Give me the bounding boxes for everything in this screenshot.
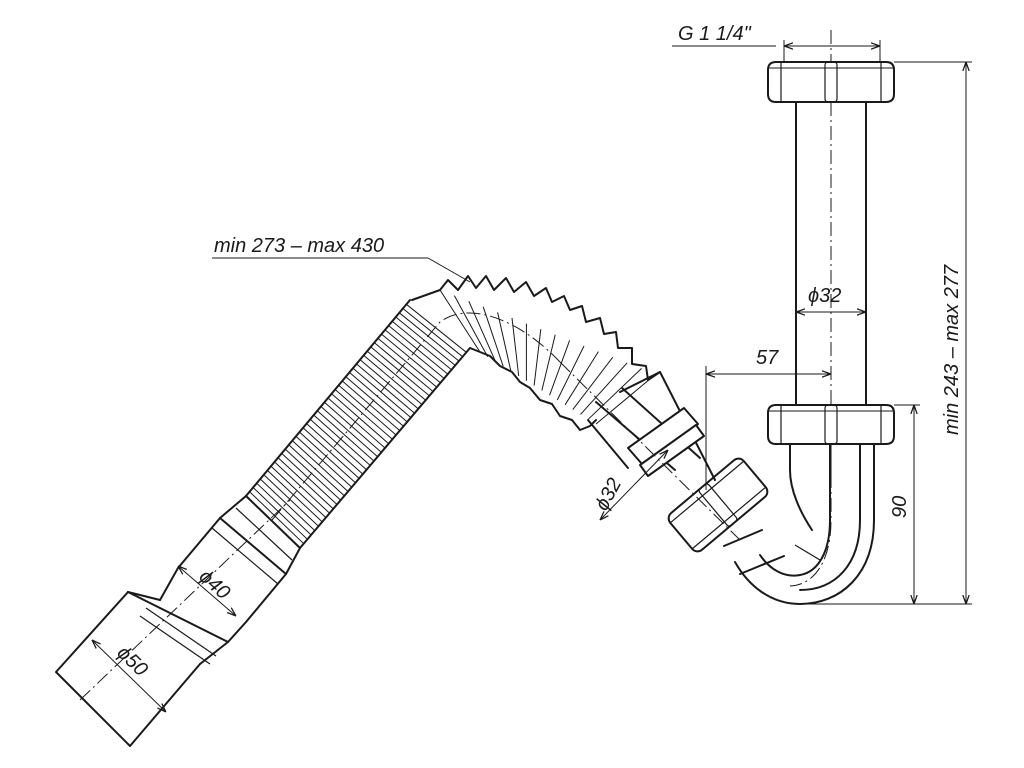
bellows-fold: [556, 345, 585, 401]
top-nut: [767, 61, 895, 103]
corrugation-line: [331, 393, 390, 445]
corrugation-line: [406, 303, 467, 353]
reducer-diameter-label: ϕ40: [195, 565, 235, 604]
bellows-fold: [482, 306, 504, 367]
corrugation-line: [345, 376, 404, 427]
corrugation-line: [377, 337, 438, 388]
bellows-fold: [453, 295, 489, 358]
dim-offset: 57: [705, 347, 831, 490]
bellows-fold: [468, 300, 496, 362]
corrugation-line: [391, 320, 452, 371]
corrugation-line: [249, 491, 305, 545]
trap-height-label: 90: [889, 496, 911, 518]
corrugation-line: [373, 342, 434, 392]
corrugation-line: [356, 363, 415, 414]
corrugation-line: [267, 470, 323, 523]
flex-outlet-diameter-label: ϕ32: [591, 475, 626, 515]
corrugation-line: [334, 389, 393, 440]
bellows-fold: [511, 317, 520, 377]
corrugation-line: [388, 325, 449, 375]
corrugation-line: [256, 482, 312, 536]
corrugation-line: [395, 316, 456, 366]
corrugation-line: [252, 487, 308, 540]
corrugation-line: [316, 410, 375, 462]
corrugation-line: [359, 359, 419, 410]
vertical-pipe: [795, 30, 867, 480]
dim-thread: G 1 1/4": [672, 23, 881, 62]
corrugation-line: [363, 355, 423, 405]
bellows-fold: [439, 289, 481, 353]
middle-nut: [767, 404, 895, 445]
dim-height-range: min 243 – max 277: [800, 61, 972, 605]
corrugation-line: [313, 414, 371, 466]
corrugation-line: [381, 333, 441, 384]
flex-hose: [245, 275, 661, 549]
outlet-diameter-label: ϕ50: [113, 642, 152, 681]
corrugation-line: [302, 427, 360, 479]
corrugation-line: [277, 457, 334, 510]
bellows-fold: [533, 329, 542, 386]
offset-label: 57: [756, 347, 779, 369]
bellows-fold: [587, 368, 642, 420]
corrugation-line: [306, 423, 364, 475]
flex-length-label: min 273 – max 430: [214, 235, 384, 257]
corrugation-line: [284, 448, 342, 501]
corrugation-line: [299, 431, 356, 484]
bellows-fold: [497, 312, 512, 372]
corrugation-line: [341, 380, 401, 431]
corrugation-line: [281, 453, 338, 505]
corrugation-line: [324, 401, 382, 453]
corrugation-line: [327, 397, 386, 449]
corrugation-line: [295, 435, 353, 488]
corrugation-lines: [249, 303, 467, 545]
corrugation-line: [259, 478, 316, 531]
dim-pipe-diameter: ϕ32: [796, 285, 866, 312]
angled-nut: [667, 457, 769, 553]
corrugation-line: [384, 329, 445, 379]
bellows-fold: [549, 340, 571, 396]
corrugation-line: [349, 372, 408, 423]
bellows-fold: [595, 373, 657, 425]
dim-flex-length: min 273 – max 430: [212, 235, 471, 283]
corrugation-line: [288, 444, 345, 497]
corrugation-line: [320, 406, 378, 458]
corrugation-line: [370, 346, 430, 397]
dim-reducer-diameter: ϕ40: [178, 565, 236, 616]
dim-outlet-diameter: ϕ50: [92, 640, 166, 712]
height-range-label: min 243 – max 277: [941, 264, 963, 435]
bellows-fold: [541, 334, 556, 391]
bellows-folds: [439, 289, 657, 425]
bellows-fold: [564, 351, 599, 406]
pipe-diameter-label: ϕ32: [808, 285, 841, 307]
bellows-fold: [572, 356, 614, 410]
corrugation-line: [291, 440, 349, 492]
corrugation-line: [366, 350, 427, 401]
corrugation-line: [263, 474, 319, 527]
bellows-fold: [580, 362, 628, 415]
thread-label: G 1 1/4": [678, 23, 752, 45]
outlet-pipe: [55, 499, 291, 747]
corrugation-line: [270, 465, 327, 518]
dim-trap-height: 90: [889, 404, 920, 604]
corrugation-line: [352, 367, 412, 418]
corrugation-line: [309, 418, 367, 471]
corrugation-line: [274, 461, 330, 514]
corrugation-line: [338, 384, 397, 436]
corrugation-line: [398, 312, 460, 362]
reducer: [159, 495, 301, 643]
corrugation-line: [402, 308, 463, 358]
